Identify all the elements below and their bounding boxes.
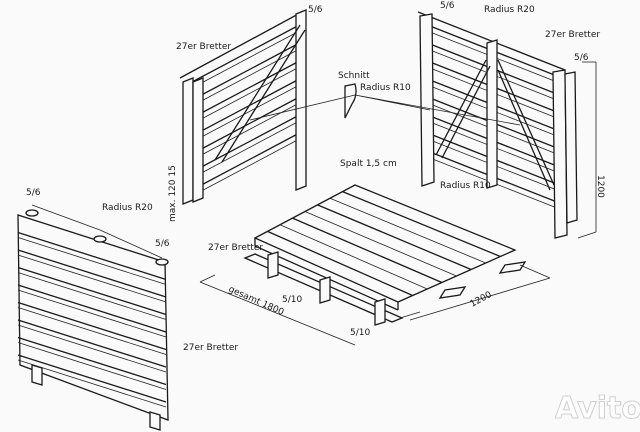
leader-lines xyxy=(249,94,521,126)
leader xyxy=(31,204,101,231)
back-right-panel xyxy=(417,11,578,239)
board-edge xyxy=(17,307,167,355)
board-edge xyxy=(17,359,167,408)
board xyxy=(191,111,306,173)
post xyxy=(419,13,435,187)
back-left-panel xyxy=(179,9,307,205)
floor-slat xyxy=(304,211,457,277)
label-post-5-6: 5/6 xyxy=(155,239,170,249)
beam-block xyxy=(267,251,279,279)
label-boards: 27er Bretter xyxy=(176,42,231,52)
post-top xyxy=(93,235,107,243)
floor-slat xyxy=(292,217,443,284)
label-beam: 5/10 xyxy=(350,328,370,338)
board xyxy=(191,93,306,155)
board xyxy=(17,249,167,298)
board xyxy=(191,39,306,101)
dim-tick xyxy=(199,274,216,283)
diagonal-brace xyxy=(497,69,551,191)
leg xyxy=(31,364,43,386)
label-post-5-6: 5/6 xyxy=(574,53,589,63)
label-radius: Radius R20 xyxy=(484,5,535,15)
board-edge xyxy=(191,135,306,197)
leader xyxy=(99,229,163,259)
board-edge xyxy=(17,254,167,303)
board xyxy=(17,301,167,351)
board xyxy=(191,57,306,119)
board xyxy=(17,231,167,281)
post xyxy=(295,9,307,191)
label-boards: 27er Bretter xyxy=(208,243,263,253)
runner-end xyxy=(438,286,467,299)
post xyxy=(552,69,568,239)
beam-block xyxy=(319,276,331,304)
board-edge xyxy=(191,27,306,89)
floor-slat xyxy=(317,204,472,271)
board xyxy=(191,129,306,191)
dim-line-total xyxy=(199,281,356,346)
board xyxy=(17,284,167,333)
label-radius: Radius R10 xyxy=(440,181,491,191)
label-beam: 5/10 xyxy=(282,295,302,305)
post-top xyxy=(25,209,39,217)
diagonal-brace xyxy=(497,59,555,186)
board xyxy=(17,319,167,368)
board xyxy=(17,266,167,316)
label-post-5-6: 5/6 xyxy=(308,5,323,15)
label-section: Schnitt xyxy=(338,71,370,81)
post xyxy=(182,77,194,205)
board-edge xyxy=(17,289,167,338)
board-top xyxy=(179,11,303,79)
diagonal-brace xyxy=(214,24,301,161)
label-boards: 27er Bretter xyxy=(545,30,600,40)
floor-pallet xyxy=(243,184,527,326)
floor-slat xyxy=(279,224,428,290)
label-height: 1200 xyxy=(595,175,605,198)
board-edge xyxy=(191,81,306,143)
board-edge xyxy=(191,99,306,161)
dim-dash xyxy=(399,311,421,319)
board-edge xyxy=(17,237,167,285)
label-post-5-6: 5/6 xyxy=(440,1,455,11)
dim-tick xyxy=(577,231,597,239)
leg xyxy=(149,411,161,431)
label-gap: Spalt 1,5 cm xyxy=(340,159,397,169)
diagonal-brace xyxy=(435,59,487,156)
label-total-length: gesamt 1800 xyxy=(227,285,286,318)
floor-slat xyxy=(329,197,486,264)
label-max-gap: max. 120 15 xyxy=(168,165,178,222)
board xyxy=(191,21,306,83)
post xyxy=(192,77,204,203)
dimension-lines xyxy=(199,61,597,346)
dim-line-depth xyxy=(409,277,551,321)
label-radius: Radius R10 xyxy=(360,83,411,93)
label-radius: Radius R20 xyxy=(102,203,153,213)
label-depth: 1200 xyxy=(469,290,494,310)
board-edge xyxy=(191,117,306,179)
post xyxy=(486,39,498,189)
dim-tick xyxy=(519,264,551,279)
board-edge xyxy=(17,342,167,390)
post xyxy=(564,71,578,224)
watermark-logo: Avito xyxy=(555,391,640,426)
board-edge xyxy=(17,272,167,320)
runner-end xyxy=(498,261,527,274)
board-edge xyxy=(17,324,167,373)
label-post-5-6: 5/6 xyxy=(26,188,41,198)
board-edge xyxy=(191,45,306,107)
diagonal-brace xyxy=(441,65,491,159)
label-boards: 27er Bretter xyxy=(183,343,238,353)
board xyxy=(17,336,167,386)
section-profile xyxy=(344,83,357,119)
board xyxy=(17,354,167,403)
floor-slat xyxy=(267,230,413,297)
post-top xyxy=(155,258,169,266)
front-board-face xyxy=(17,214,169,421)
board-edge xyxy=(191,63,306,125)
diagonal-brace xyxy=(221,29,306,163)
front-left-panel xyxy=(17,204,169,431)
beam-block xyxy=(374,298,386,326)
floor-slat xyxy=(342,191,501,258)
